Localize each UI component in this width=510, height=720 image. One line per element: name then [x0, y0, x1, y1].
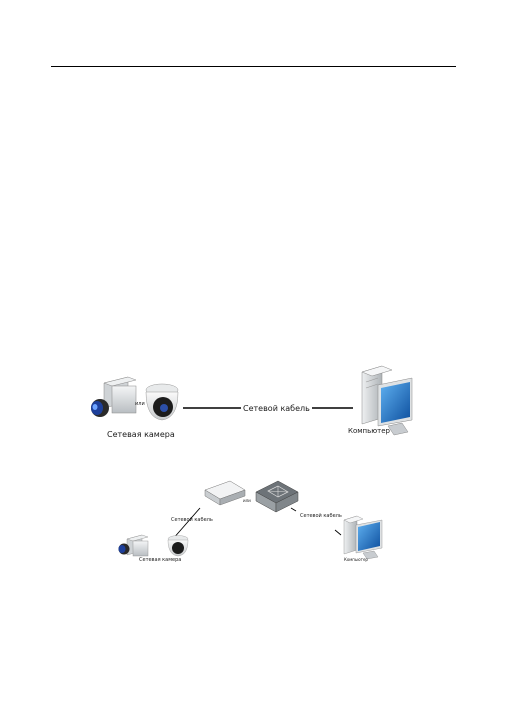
- recorder-icon: [204, 480, 246, 506]
- computer-small-icon: [343, 515, 383, 560]
- or-label: или: [135, 401, 145, 407]
- dome-camera-small-icon: [167, 535, 189, 557]
- cable-right-line: [290, 507, 297, 512]
- cable-left-line: [171, 507, 201, 541]
- box-camera-icon: [91, 376, 137, 417]
- computer-label-2: Компьютер: [344, 557, 368, 562]
- cable-label-right: Сетевой кабель: [300, 513, 342, 519]
- dome-camera-icon: [145, 383, 179, 421]
- box-camera-small-icon: [118, 534, 149, 557]
- camera-label: Сетевая камера: [107, 430, 175, 439]
- computer-icon: [361, 365, 413, 436]
- camera-label-2: Сетевая камера: [139, 557, 182, 563]
- cable-label-left: Сетевой кабель: [171, 517, 213, 523]
- cable-right-end-line: [334, 529, 342, 536]
- header-rule: [51, 66, 456, 67]
- cable-label: Сетевой кабель: [241, 404, 312, 413]
- switch-icon: [255, 480, 299, 513]
- computer-label: Компьютер: [348, 427, 390, 435]
- or-label-2: или: [243, 498, 251, 503]
